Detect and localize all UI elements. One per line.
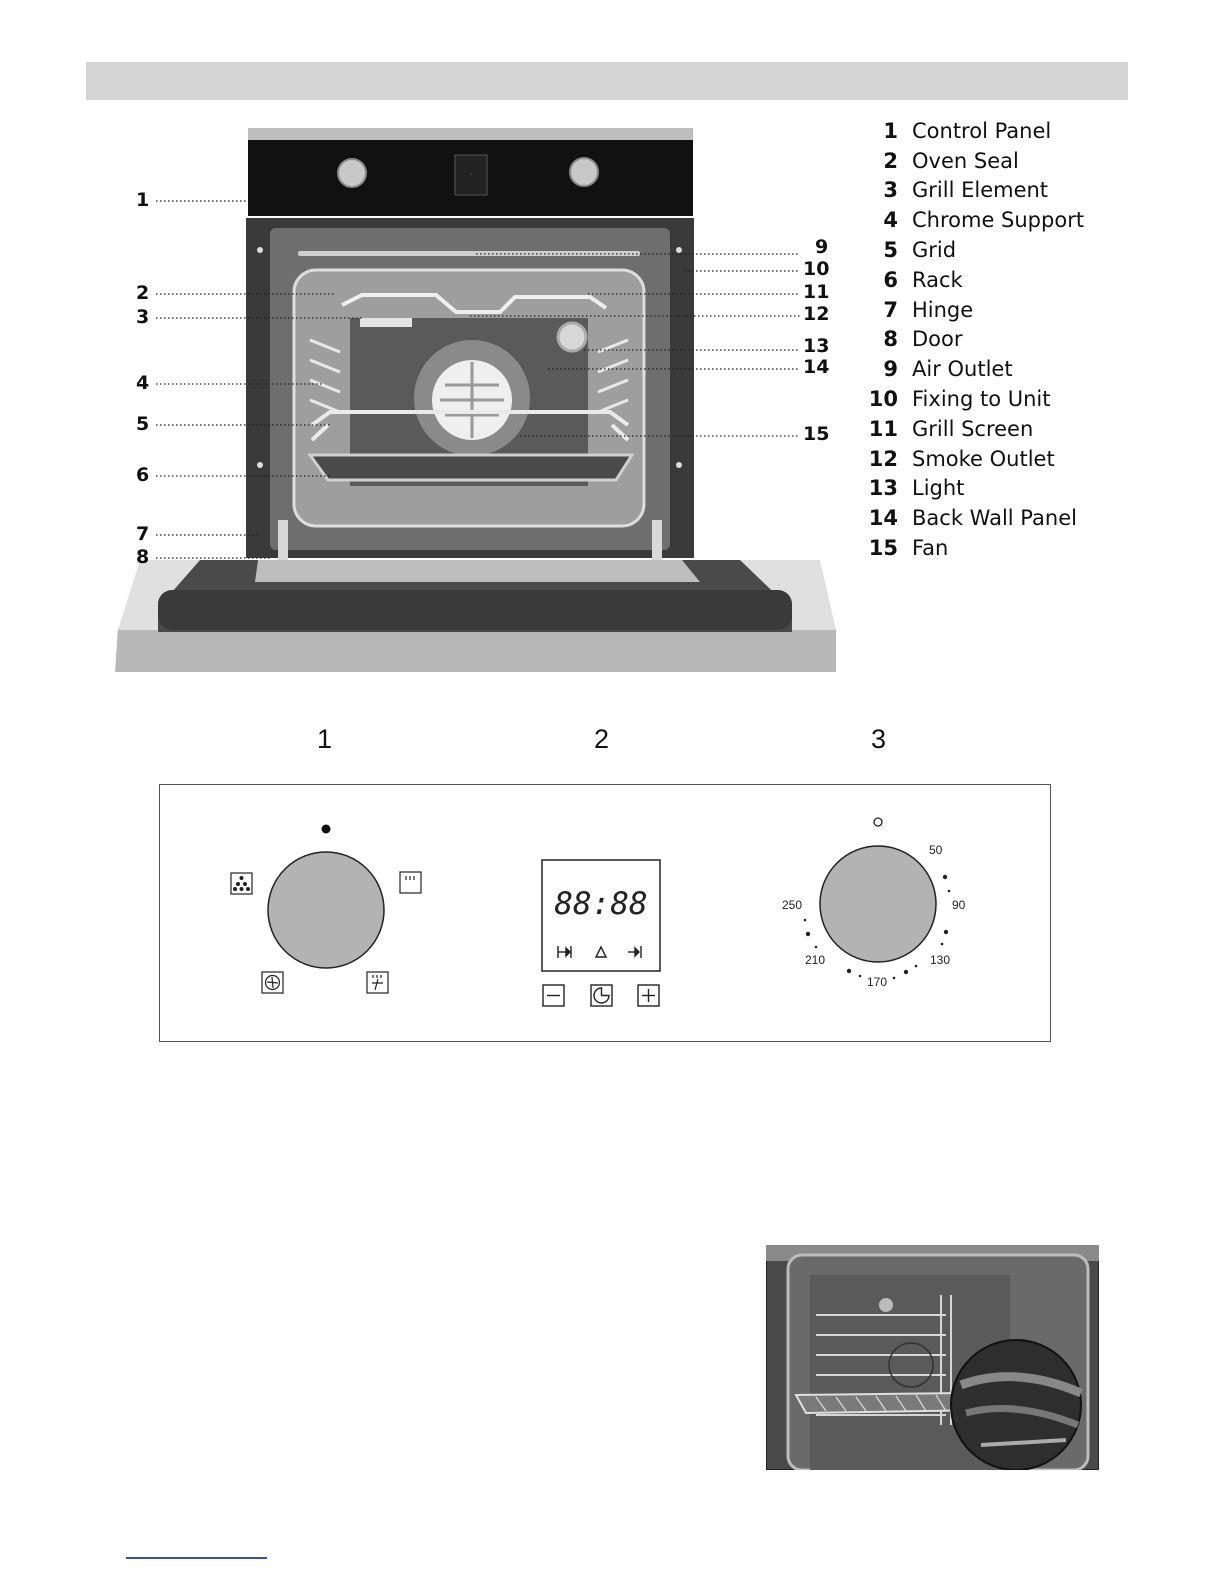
temperature-mark: 50 [929,843,942,857]
timer-readout: 88:88 [554,886,647,922]
temperature-knob [820,846,936,962]
temperature-mark: 210 [805,953,825,967]
fan-grill-mode-icon [231,873,252,894]
function-knob-indicator-dot [322,825,331,834]
temperature-off-indicator [874,818,882,826]
minus-button[interactable] [543,985,564,1006]
temperature-mark: 170 [867,975,887,989]
top-heat-mode-icon [400,872,421,893]
clock-button[interactable] [591,985,612,1006]
temperature-mark: 250 [782,898,802,912]
function-knob [268,852,384,968]
temperature-mark: 130 [930,953,950,967]
control-panel-drawing: 88:88 [0,0,1224,1100]
oven-shelf-photo [766,1245,1099,1470]
fan-mode-icon [262,972,283,993]
defrost-mode-icon [367,972,388,993]
footer-link-underline [126,1557,267,1559]
plus-button[interactable] [638,985,659,1006]
temperature-mark: 90 [952,898,965,912]
